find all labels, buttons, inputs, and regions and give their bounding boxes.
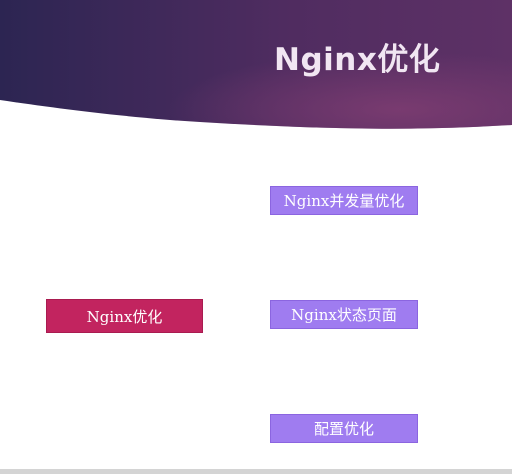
child-node-concurrency[interactable]: Nginx并发量优化 <box>270 186 418 215</box>
child-node-label: 配置优化 <box>313 420 374 438</box>
root-node-label: Nginx优化 <box>86 307 163 326</box>
slide-title: Nginx优化 <box>274 42 441 78</box>
root-node[interactable]: Nginx优化 <box>46 299 203 333</box>
child-node-label: Nginx状态页面 <box>291 306 397 324</box>
child-node-config[interactable]: 配置优化 <box>270 414 418 443</box>
child-node-label: Nginx并发量优化 <box>283 192 405 210</box>
header-banner <box>0 0 512 129</box>
bottom-divider <box>0 469 512 474</box>
child-node-status-page[interactable]: Nginx状态页面 <box>270 300 418 329</box>
